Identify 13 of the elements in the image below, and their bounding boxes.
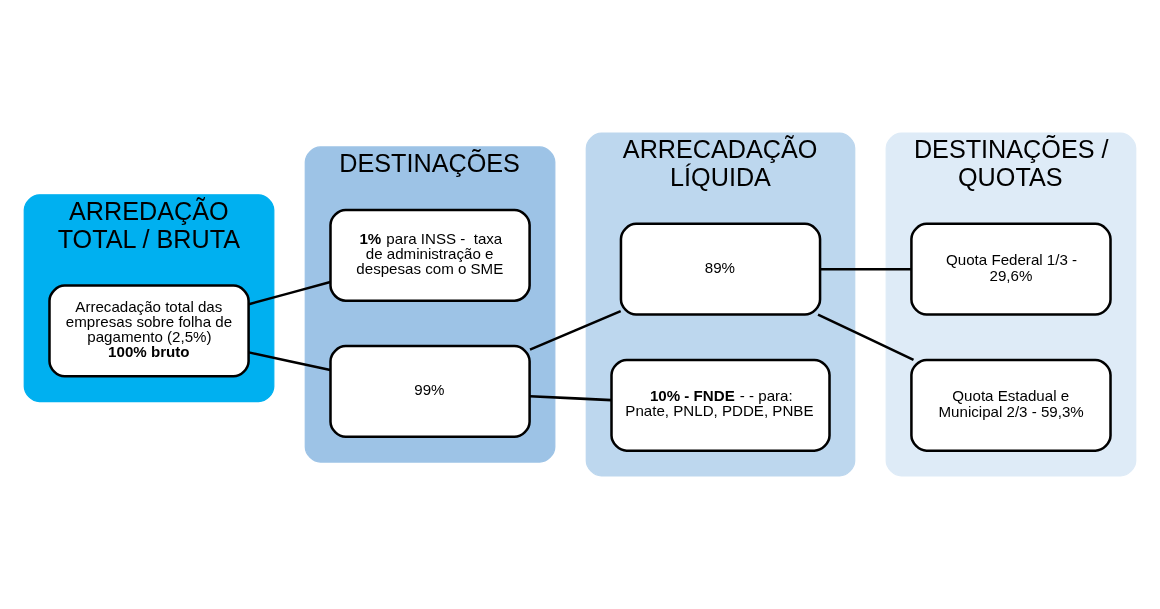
connector — [817, 313, 915, 361]
node-box: Quota Federal 1/3 - 29,6% — [910, 222, 1112, 316]
node-box: 89% — [619, 222, 822, 316]
node-box: Quota Estadual e Municipal 2/3 - 59,3% — [910, 358, 1112, 452]
node-box: 99% — [329, 344, 531, 439]
connector — [529, 394, 612, 402]
node-box: Arrecadação total das empresas sobre folha de pagamento (2,5%) 100% bruto — [48, 284, 250, 378]
connector — [248, 280, 331, 306]
node-box: 1% para INSS - taxa de administração e despesas com o SME — [329, 208, 531, 302]
connector — [820, 267, 912, 271]
connector — [529, 309, 622, 351]
connector — [248, 351, 331, 372]
node-box: 10% - FNDE - - para: Pnate, PNLD, PDDE, PNBE — [610, 358, 831, 452]
